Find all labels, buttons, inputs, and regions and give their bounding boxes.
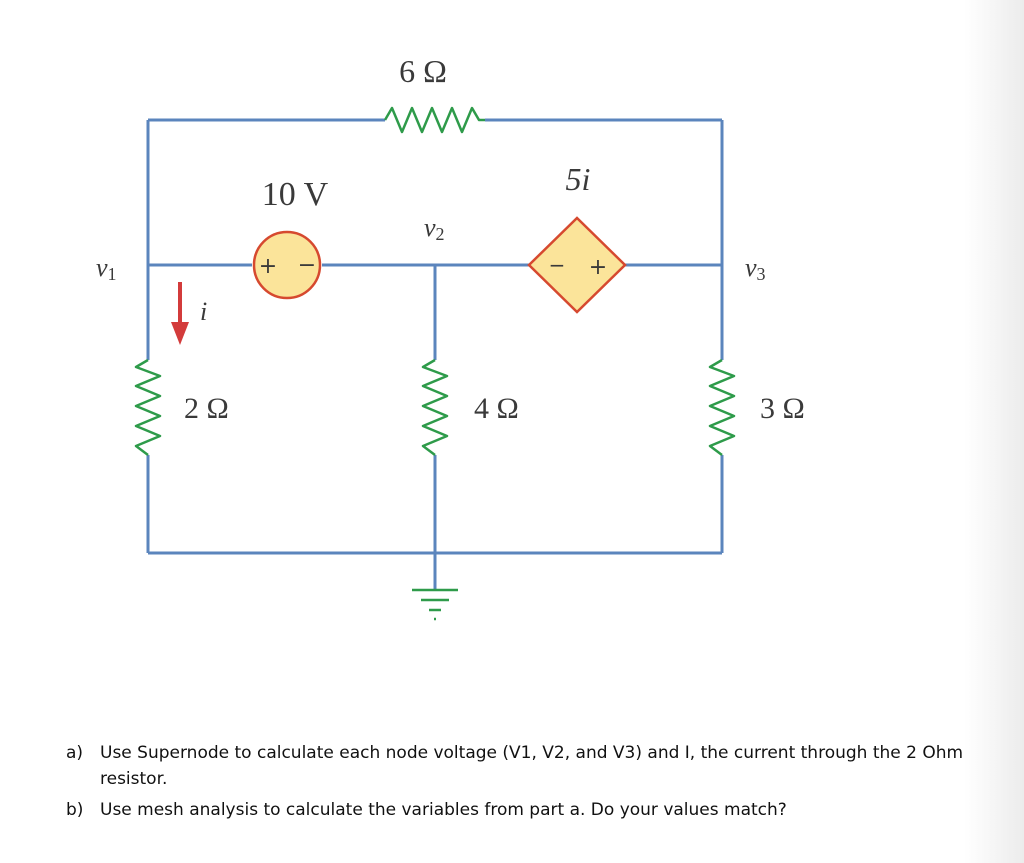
question-letter: b): [66, 800, 84, 820]
minus-sign: −: [549, 253, 566, 277]
question-list: a) Use Supernode to calculate each node …: [66, 740, 1016, 823]
circuit-diagram: + − − + 6 Ω 10 V 5i v1 v2 v3 i 2 Ω 4 Ω 3…: [96, 53, 805, 621]
label-v3: v3: [745, 253, 766, 284]
resistor-3ohm: [708, 358, 736, 456]
label-5i: 5i: [566, 161, 591, 197]
plus-sign: +: [589, 255, 607, 280]
resistor-2ohm: [134, 358, 162, 456]
label-10v: 10 V: [262, 176, 329, 213]
question-letter: a): [66, 743, 84, 763]
question-b: b) Use mesh analysis to calculate the va…: [66, 797, 1016, 823]
plus-sign: +: [259, 254, 277, 279]
question-text: Use Supernode to calculate each node vol…: [100, 743, 964, 789]
resistor-4ohm: [421, 358, 449, 456]
current-arrow: [171, 282, 189, 345]
dependent-source-5i: − +: [527, 216, 627, 314]
label-current-i: i: [200, 297, 207, 326]
label-v1: v1: [96, 253, 117, 284]
label-v2: v2: [424, 213, 445, 244]
resistors: [134, 106, 736, 456]
minus-sign: −: [298, 253, 316, 278]
wires: [146, 118, 724, 590]
label-3ohm: 3 Ω: [760, 392, 805, 425]
label-6ohm: 6 Ω: [399, 53, 447, 89]
question-text: Use mesh analysis to calculate the varia…: [100, 800, 787, 820]
voltage-source-10v: + −: [252, 230, 322, 300]
resistor-6ohm: [383, 106, 485, 134]
question-a: a) Use Supernode to calculate each node …: [66, 740, 1016, 792]
page-edge-shadow: [964, 0, 1024, 863]
label-2ohm: 2 Ω: [184, 392, 229, 425]
label-4ohm: 4 Ω: [474, 392, 519, 425]
ground-symbol: [412, 588, 458, 621]
